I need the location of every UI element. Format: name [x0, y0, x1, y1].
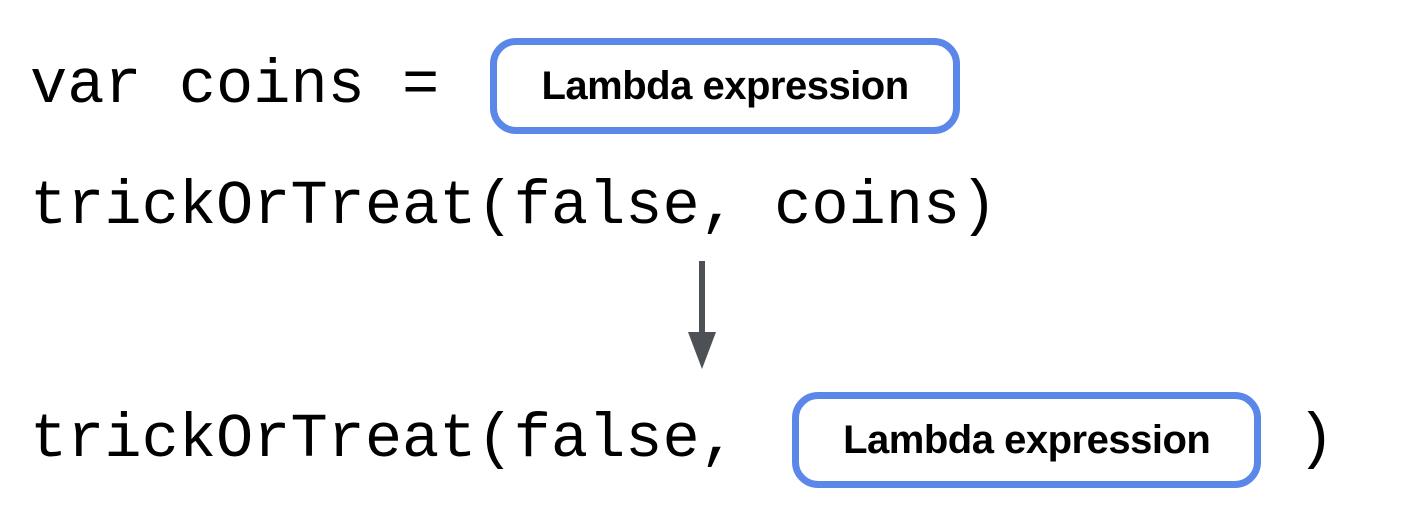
lambda-expression-label: Lambda expression	[843, 417, 1211, 462]
code-var-declaration: var coins =	[30, 50, 477, 121]
down-arrow-icon	[688, 261, 716, 369]
lambda-expression-label: Lambda expression	[541, 63, 909, 108]
call-with-lambda-line: trickOrTreat(false, Lambda expression )	[30, 390, 1335, 490]
code-call-with-coins: trickOrTreat(false, coins)	[30, 171, 998, 242]
lambda-expression-box: Lambda expression	[490, 38, 960, 134]
lambda-expression-box: Lambda expression	[792, 392, 1262, 488]
code-call-close-paren: )	[1297, 404, 1335, 475]
declaration-line: var coins = Lambda expression	[30, 34, 960, 138]
call-with-variable-line: trickOrTreat(false, coins)	[30, 168, 997, 246]
code-call-before-box: trickOrTreat(false,	[30, 404, 775, 475]
